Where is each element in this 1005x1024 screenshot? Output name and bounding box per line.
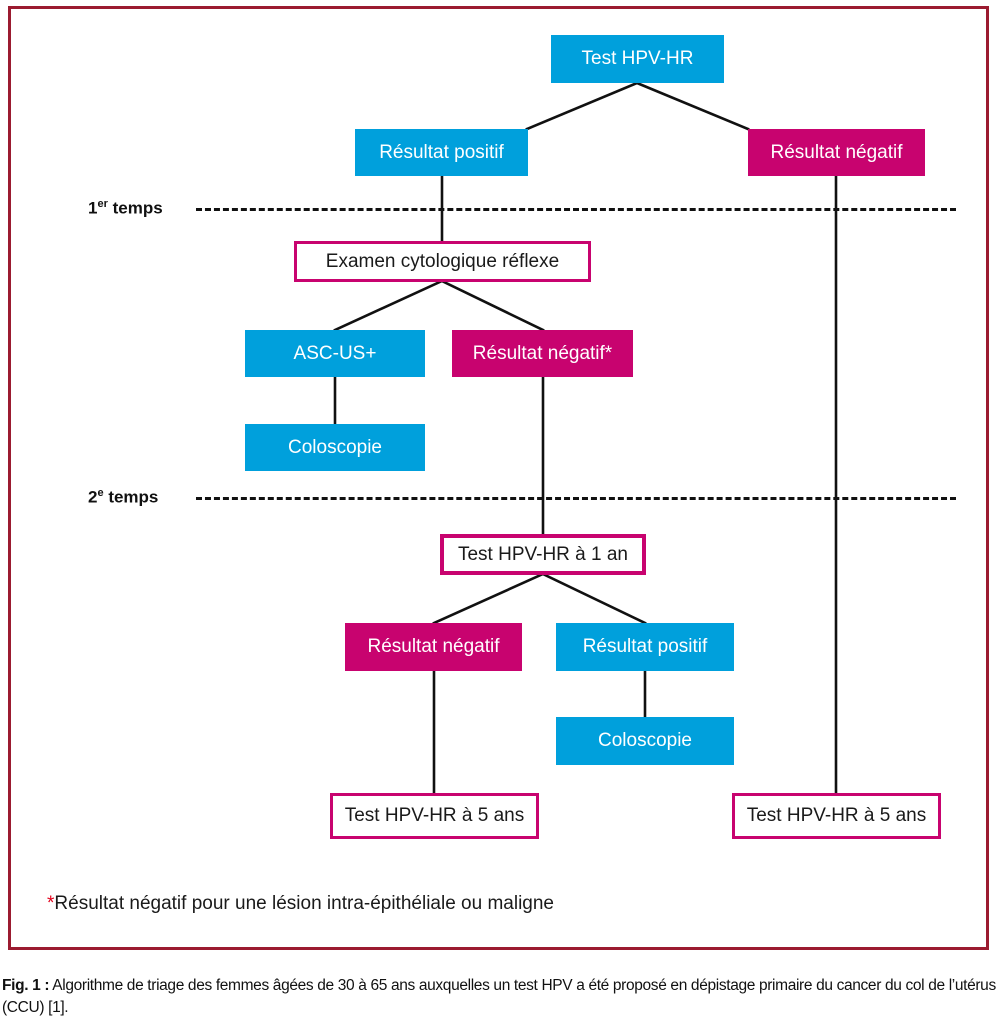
node-coloscopie-2: Coloscopie [556,717,734,765]
phase1-separator [196,208,956,211]
node-resultat-positif-1: Résultat positif [355,129,528,176]
node-resultat-negatif-1: Résultat négatif [748,129,925,176]
footnote: *Résultat négatif pour une lésion intra-… [47,893,554,915]
node-resultat-positif-3: Résultat positif [556,623,734,671]
phase2-separator [196,497,956,500]
phase2-number: 2 [88,487,98,507]
node-resultat-negatif-2: Résultat négatif* [452,330,633,377]
node-asc-us-plus: ASC-US+ [245,330,425,377]
phase1-number: 1 [88,198,98,218]
node-test-hpv-hr-5-ans-right: Test HPV-HR à 5 ans [732,793,941,839]
node-test-hpv-hr: Test HPV-HR [551,35,724,83]
phase1-text: temps [107,198,163,218]
phase-label-2: 2e temps [88,487,158,508]
node-test-hpv-hr-1-an: Test HPV-HR à 1 an [440,534,646,575]
node-examen-cytologique-reflexe: Examen cytologique réflexe [294,241,591,282]
node-resultat-negatif-3: Résultat négatif [345,623,522,671]
phase1-ordinal: er [97,198,108,210]
node-test-hpv-hr-5-ans-left: Test HPV-HR à 5 ans [330,793,539,839]
caption-figure-number: Fig. 1 : [2,977,50,994]
figure-caption: Fig. 1 : Algorithme de triage des femmes… [2,975,1002,1020]
phase2-text: temps [103,487,159,507]
node-coloscopie-1: Coloscopie [245,424,425,471]
phase-label-1: 1er temps [88,198,163,219]
caption-text: Algorithme de triage des femmes âgées de… [2,977,996,1017]
phase2-ordinal: e [97,487,104,499]
footnote-text: Résultat négatif pour une lésion intra-é… [54,893,555,914]
footnote-asterisk: * [47,893,55,914]
